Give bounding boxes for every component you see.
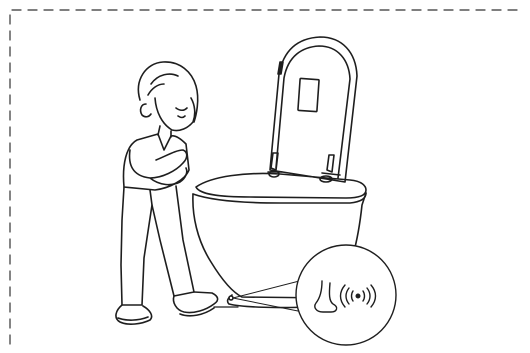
toilet-seat [196,174,366,198]
person-face [155,98,195,131]
person-figure [116,62,218,324]
person-hair [138,62,197,122]
person-ear [141,104,151,117]
person-trousers [121,186,194,305]
person-arms-crossed [130,150,187,185]
dashed-frame [10,10,520,344]
foot-sensor [229,296,233,300]
lid-hinge-right [322,155,340,175]
foot-sensor-callout [296,245,396,345]
foot-sole [118,317,148,320]
lid-indicator [278,62,283,74]
foot [116,305,152,324]
person-hair-detail [148,74,178,95]
person-eye [176,108,187,118]
person-collar [158,134,171,150]
person-trousers-seam [150,190,152,205]
lid-panel [298,78,319,111]
